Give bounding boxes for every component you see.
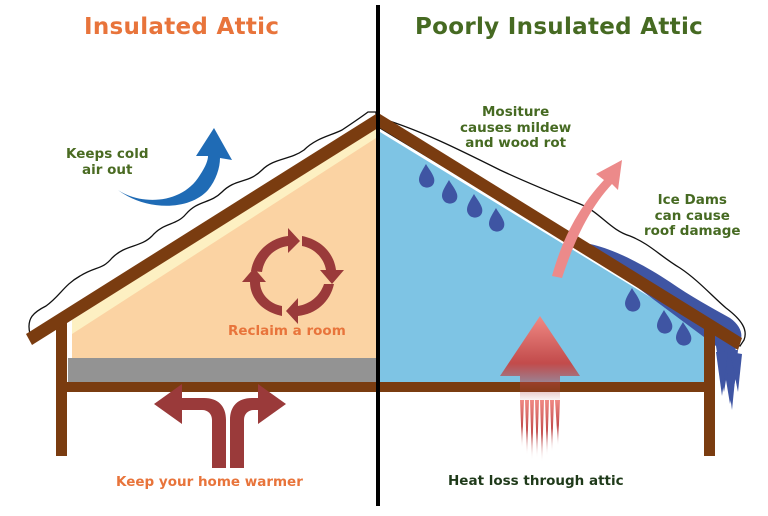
heat-loss-arrow-icon — [500, 316, 580, 462]
moisture-arrow-icon — [552, 160, 622, 278]
left-attic-fill — [72, 132, 376, 358]
cold-air-arrow-icon — [118, 128, 232, 206]
moisture-label: Mositure causes mildew and wood rot — [460, 104, 572, 152]
insulation-band — [68, 358, 376, 382]
reclaim-room-label: Reclaim a room — [228, 323, 346, 339]
cycle-arrows-icon — [242, 228, 344, 324]
water-drops — [419, 164, 692, 346]
left-floor-beam — [56, 382, 376, 392]
left-title: Insulated Attic — [84, 14, 280, 40]
keep-warmer-label: Keep your home warmer — [116, 474, 303, 490]
cold-air-label: Keeps cold air out — [66, 146, 149, 178]
right-title: Poorly Insulated Attic — [415, 14, 704, 40]
right-wall-post — [704, 326, 715, 456]
warmer-split-arrow-icon — [154, 384, 286, 468]
right-roof-rafter — [380, 114, 742, 350]
right-attic-fill — [380, 132, 704, 384]
left-attic — [26, 111, 378, 456]
left-wall-post — [56, 318, 67, 456]
left-roof-rafter — [26, 114, 378, 345]
ice-dams-label: Ice Dams can cause roof damage — [644, 192, 741, 240]
right-attic — [379, 114, 746, 456]
icicles — [716, 350, 742, 410]
heat-loss-label: Heat loss through attic — [448, 473, 624, 489]
